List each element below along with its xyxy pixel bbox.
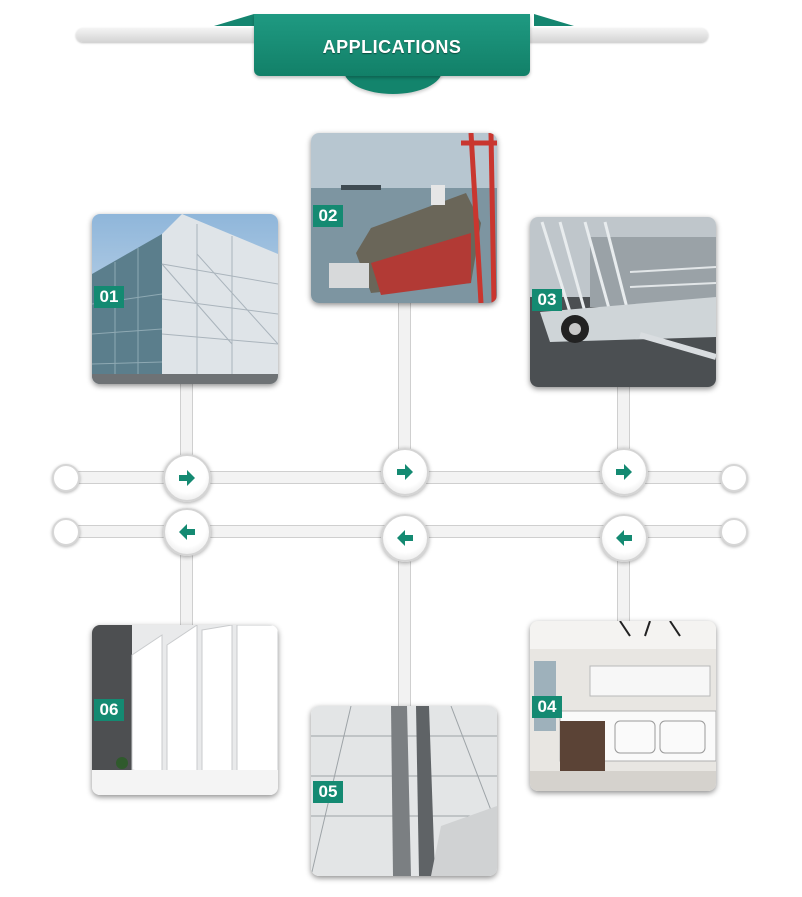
building-facade-photo xyxy=(92,214,278,384)
arrow-left-icon xyxy=(616,530,632,546)
application-card-03[interactable]: 03 xyxy=(530,217,716,387)
timeline-lower-end-dot xyxy=(720,518,748,546)
node-upper-3 xyxy=(600,448,648,496)
cargo-ship-photo xyxy=(311,133,497,303)
card-number-badge: 01 xyxy=(94,286,124,308)
trailer-photo xyxy=(530,217,716,387)
card-number-badge: 02 xyxy=(313,205,343,227)
connector-06 xyxy=(180,534,193,626)
application-card-06[interactable]: 06 xyxy=(92,625,278,795)
card-number-badge: 06 xyxy=(94,699,124,721)
node-lower-2 xyxy=(381,514,429,562)
timeline-lower-start-dot xyxy=(52,518,80,546)
arrow-left-icon xyxy=(179,524,195,540)
timeline-upper-end-dot xyxy=(720,464,748,492)
page-title: APPLICATIONS xyxy=(322,37,462,57)
arrow-right-icon xyxy=(616,464,632,480)
node-upper-2 xyxy=(381,448,429,496)
arrow-right-icon xyxy=(179,470,195,486)
interior-wall-cladding-photo xyxy=(92,625,278,795)
application-card-02[interactable]: 02 xyxy=(311,133,497,303)
application-card-04[interactable]: 04 xyxy=(530,621,716,791)
card-number-badge: 05 xyxy=(313,781,343,803)
application-card-05[interactable]: 05 xyxy=(311,706,497,876)
card-number-badge: 04 xyxy=(532,696,562,718)
connector-01 xyxy=(180,384,193,476)
node-lower-3 xyxy=(600,514,648,562)
banner-wing-left xyxy=(214,14,254,26)
application-card-01[interactable]: 01 xyxy=(92,214,278,384)
connector-02 xyxy=(398,302,411,472)
node-upper-1 xyxy=(163,454,211,502)
node-lower-1 xyxy=(163,508,211,556)
timeline-upper-start-dot xyxy=(52,464,80,492)
connector-05 xyxy=(398,540,411,706)
arrow-right-icon xyxy=(397,464,413,480)
card-number-badge: 03 xyxy=(532,289,562,311)
arrow-left-icon xyxy=(397,530,413,546)
title-banner xyxy=(254,14,530,76)
banner-wing-right xyxy=(534,14,574,26)
